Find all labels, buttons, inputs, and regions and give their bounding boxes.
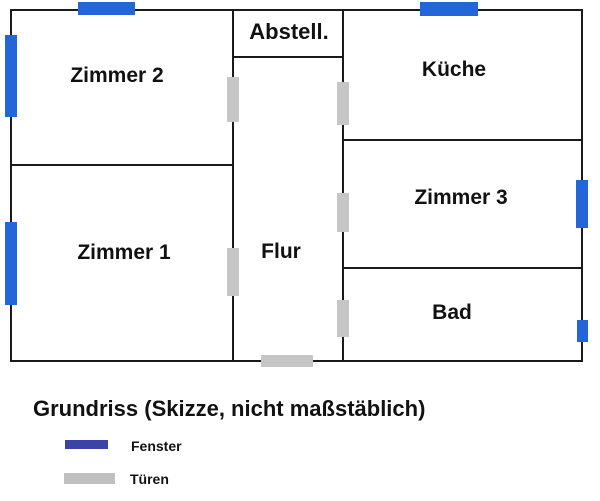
wall-abstell-bottom (232, 56, 344, 58)
door-marker-bad (337, 300, 349, 337)
room-label-zimmer1: Zimmer 1 (77, 241, 171, 264)
room-label-kueche: Küche (421, 58, 487, 81)
legend-door-swatch (64, 473, 115, 484)
window-marker-zimmer1-left (5, 222, 17, 305)
window-marker-zimmer3-right (576, 180, 588, 228)
door-marker-zimmer2 (227, 77, 239, 122)
legend-title: Grundriss (Skizze, nicht maßstäblich) (33, 396, 426, 421)
window-marker-zimmer2-left (5, 35, 17, 117)
door-marker-flur-entrance (261, 355, 313, 367)
legend-window-swatch (65, 440, 108, 449)
door-marker-zimmer1 (227, 248, 239, 296)
room-label-zimmer3: Zimmer 3 (414, 186, 508, 209)
legend-door-label: Türen (130, 471, 169, 487)
room-label-abstell: Abstell. (249, 19, 329, 44)
room-label-zimmer2: Zimmer 2 (70, 64, 164, 87)
window-marker-kueche-top (420, 2, 478, 16)
window-marker-bad-right (577, 320, 588, 342)
wall-zimmer2-zimmer1-divider (10, 164, 234, 166)
legend-window-label: Fenster (131, 438, 182, 454)
door-marker-kueche (337, 82, 349, 125)
door-marker-zimmer3 (337, 193, 349, 232)
window-marker-zimmer2-top (78, 2, 135, 15)
room-label-flur: Flur (261, 240, 301, 263)
wall-flur-right (342, 9, 344, 362)
wall-outer-left (10, 9, 12, 362)
room-label-bad: Bad (432, 301, 472, 324)
wall-outer-top (10, 9, 583, 11)
wall-flur-left (232, 9, 234, 362)
wall-zimmer3-bad-divider (342, 267, 583, 269)
wall-kueche-zimmer3-divider (342, 139, 583, 141)
